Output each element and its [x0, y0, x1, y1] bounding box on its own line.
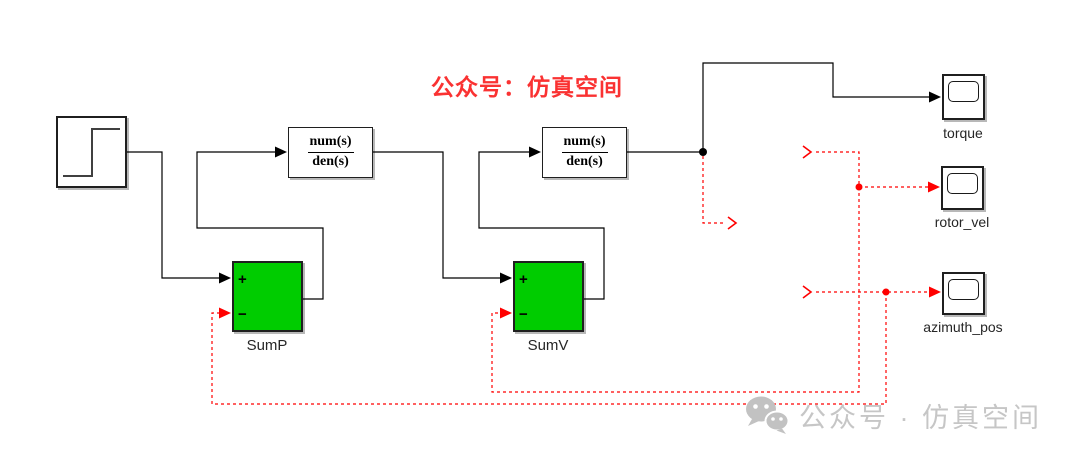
- fraction-bar: [561, 152, 608, 153]
- junction-dot: [855, 183, 863, 191]
- tf1-numerator: num(s): [309, 134, 352, 150]
- arrowhead: [219, 307, 231, 319]
- block-label-sump: SumP: [246, 337, 288, 354]
- wire-to-torque-scope[interactable]: [702, 62, 941, 152]
- wire-segment[interactable]: [196, 151, 324, 300]
- dangling-source-marker: [802, 145, 813, 159]
- arrowhead: [500, 272, 512, 284]
- fraction-bar: [307, 152, 354, 153]
- wire-segment[interactable]: [373, 151, 500, 279]
- step-block[interactable]: [56, 116, 127, 188]
- scope-block-torque[interactable]: [942, 74, 985, 120]
- arrowhead: [929, 91, 941, 103]
- scope-block-rotor-vel[interactable]: [941, 166, 984, 210]
- wire-sump-out-to-tf1[interactable]: [196, 146, 324, 300]
- wire-feedback-to-sump-minus[interactable]: [211, 292, 887, 405]
- arrowhead: [275, 146, 287, 158]
- dangling-source-marker: [802, 285, 813, 299]
- arrowhead: [500, 307, 512, 319]
- plus-port-sign: +: [238, 271, 247, 288]
- watermark: 公众号 · 仿真空间: [744, 395, 1042, 435]
- wire-red-dangling-end[interactable]: [702, 156, 738, 230]
- wire-segment[interactable]: [702, 62, 929, 152]
- scope-screen-icon: [947, 173, 978, 194]
- tf1-denominator: den(s): [312, 154, 349, 169]
- scope-screen-icon: [948, 279, 979, 300]
- step-signal-icon: [63, 128, 120, 177]
- scope-label-torque: torque: [943, 125, 983, 141]
- wire-red-to-azimuth-pos[interactable]: [211, 285, 941, 405]
- wechat-icon: [746, 396, 790, 434]
- watermark-text: 公众号 · 仿真空间: [799, 402, 1042, 433]
- wire-red-to-rotor-vel[interactable]: [491, 145, 940, 393]
- transfer-fcn-block-1[interactable]: num(s) den(s): [288, 127, 373, 178]
- junction-dot: [699, 148, 707, 156]
- arrowhead: [928, 181, 940, 193]
- wire-feedback-to-sumv-minus[interactable]: [491, 187, 860, 393]
- scope-label-azimuth-pos: azimuth_pos: [923, 319, 1003, 335]
- minus-port-sign: −: [519, 306, 528, 323]
- wire-step-to-sump-plus[interactable]: [127, 151, 231, 284]
- open-arrow-marker: [727, 216, 738, 230]
- wire-sumv-out-to-tf2[interactable]: [478, 146, 605, 300]
- annotation-title: 公众号：仿真空间: [431, 74, 623, 100]
- scope-screen-icon: [948, 81, 979, 102]
- tf2-numerator: num(s): [563, 134, 606, 150]
- arrowhead: [929, 286, 941, 298]
- sum-block-sumv[interactable]: + −: [513, 261, 584, 332]
- sum-block-sump[interactable]: + −: [232, 261, 303, 332]
- scope-block-azimuth-pos[interactable]: [942, 272, 985, 315]
- transfer-fcn-block-2[interactable]: num(s) den(s): [542, 127, 627, 178]
- plus-port-sign: +: [519, 271, 528, 288]
- block-label-sumv: SumV: [527, 337, 569, 354]
- junction-dot: [882, 288, 890, 296]
- wire-segment[interactable]: [702, 156, 726, 224]
- arrowhead: [219, 272, 231, 284]
- scope-label-rotor-vel: rotor_vel: [934, 214, 990, 230]
- tf2-denominator: den(s): [566, 154, 603, 169]
- wire-tf1-to-sumv-plus[interactable]: [373, 151, 512, 284]
- wire-segment[interactable]: [816, 151, 928, 188]
- wire-segment[interactable]: [478, 151, 605, 300]
- arrowhead: [529, 146, 541, 158]
- wire-segment[interactable]: [127, 151, 219, 279]
- minus-port-sign: −: [238, 306, 247, 323]
